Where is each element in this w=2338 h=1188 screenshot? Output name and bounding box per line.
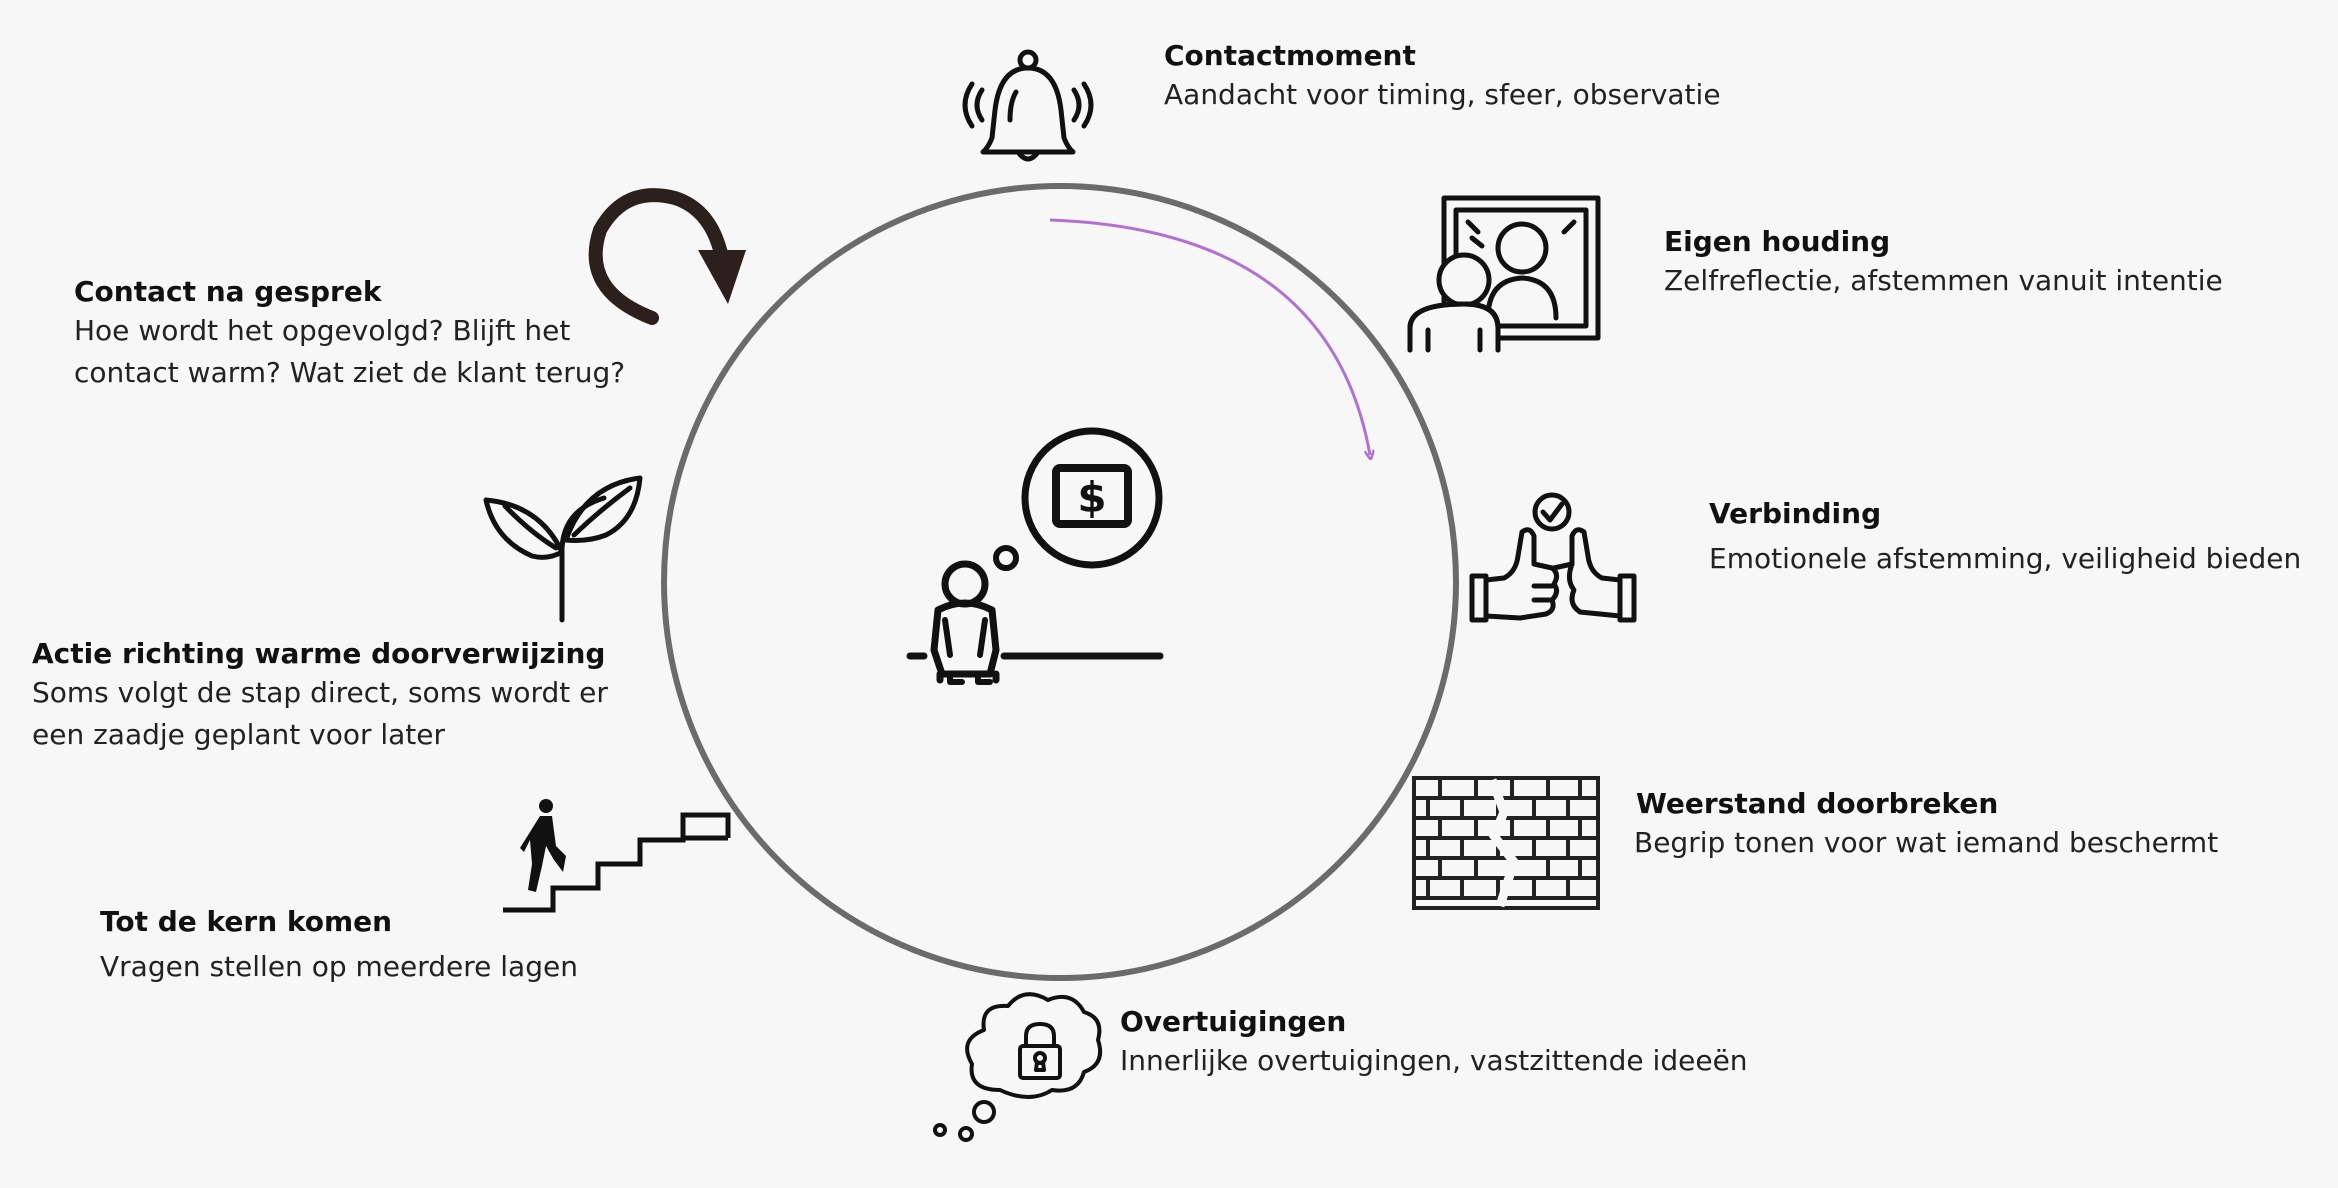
step-title: Eigen houding [1664,225,1891,258]
step-overtuigingen: Overtuigingen Innerlijke overtuigingen, … [1120,1004,1940,1082]
step-weerstand: Weerstand doorbreken Begrip tonen voor w… [1634,786,2294,864]
step-title: Contact na gesprek [74,275,382,308]
cycle-arrow-icon [588,188,746,325]
step-kern: Tot de kern komen Vragen stellen op meer… [100,904,660,988]
bell-icon [962,49,1094,162]
step-description: Zelfreflectie, afstemmen vanuit intentie [1664,264,2223,297]
direction-arrow [1049,218,1370,455]
step-description: Soms volgt de stap direct, soms wordt er… [32,676,608,751]
thought-cloud-lock-icon [933,992,1103,1142]
thumbs-up-icon [1469,492,1637,623]
step-contactmoment: Contactmoment Aandacht voor timing, sfee… [1164,38,1924,116]
step-verbinding: Verbinding Emotionele afstemming, veilig… [1709,496,2329,580]
step-description: Innerlijke overtuigingen, vastzittende i… [1120,1044,1748,1077]
worried-person-money-icon: $ [906,427,1164,685]
step-nazorg: Contact na gesprek Hoe wordt het opgevol… [74,274,674,394]
step-description: Begrip tonen voor wat iemand beschermt [1634,826,2219,859]
climbing-stairs-icon [503,799,731,913]
step-description: Aandacht voor timing, sfeer, observatie [1164,78,1721,111]
step-title: Verbinding [1709,497,1882,530]
step-title: Tot de kern komen [100,905,393,938]
step-title: Actie richting warme doorverwijzing [32,637,606,670]
step-title: Contactmoment [1164,39,1416,72]
step-eigen-houding: Eigen houding Zelfreflectie, afstemmen v… [1664,224,2304,302]
step-description: Hoe wordt het opgevolgd? Blijft het cont… [74,314,626,389]
step-title: Weerstand doorbreken [1636,787,1999,820]
svg-text:$: $ [1077,473,1106,522]
cycle-ring [661,183,1459,981]
sprout-icon [483,475,643,623]
brick-wall-icon [1412,776,1600,910]
step-actie: Actie richting warme doorverwijzing Soms… [32,636,642,756]
step-description: Emotionele afstemming, veiligheid bieden [1709,542,2302,575]
step-description: Vragen stellen op meerdere lagen [100,950,578,983]
step-title: Overtuigingen [1120,1005,1347,1038]
mirror-reflection-icon [1407,195,1601,353]
